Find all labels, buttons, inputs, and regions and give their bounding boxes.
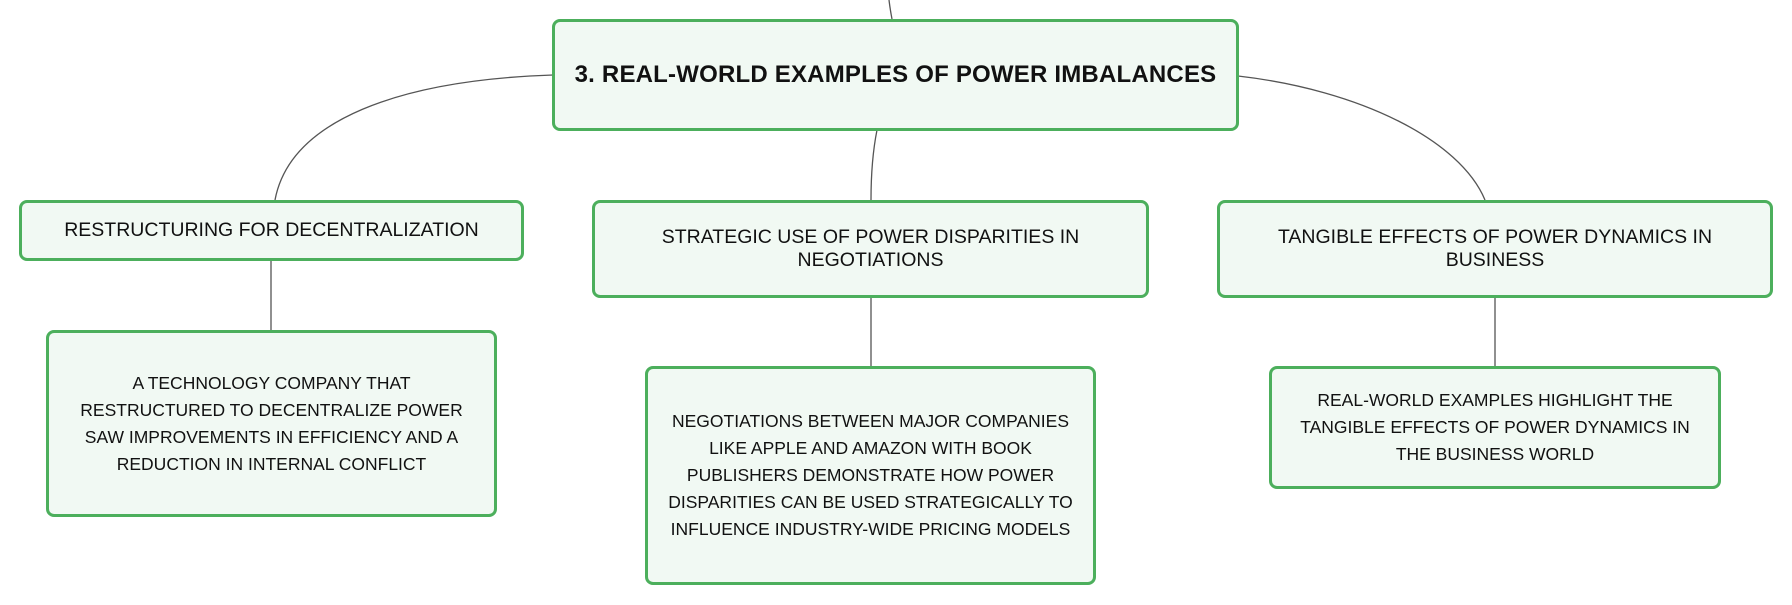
branch-label: STRATEGIC USE OF POWER DISPARITIES IN NE… — [661, 226, 1080, 271]
leaf-detail-text: A TECHNOLOGY COMPANY THAT RESTRUCTURED T… — [80, 372, 463, 474]
leaf-detail-text: NEGOTIATIONS BETWEEN MAJOR COMPANIES LIK… — [668, 411, 1073, 539]
branch-node-tangible-effects[interactable]: TANGIBLE EFFECTS OF POWER DYNAMICS IN BU… — [1217, 200, 1773, 298]
branch-node-negotiations[interactable]: STRATEGIC USE OF POWER DISPARITIES IN NE… — [592, 200, 1149, 298]
leaf-node-tangible-effects-detail[interactable]: REAL-WORLD EXAMPLES HIGHLIGHT THE TANGIB… — [1269, 366, 1721, 489]
connector-parent-to-root — [888, 0, 893, 20]
branch-node-restructuring[interactable]: RESTRUCTURING FOR DECENTRALIZATION — [19, 200, 524, 261]
root-topic-label: 3. REAL-WORLD EXAMPLES OF POWER IMBALANC… — [574, 61, 1217, 88]
leaf-detail-text: REAL-WORLD EXAMPLES HIGHLIGHT THE TANGIB… — [1300, 390, 1690, 464]
leaf-node-negotiations-detail[interactable]: NEGOTIATIONS BETWEEN MAJOR COMPANIES LIK… — [645, 366, 1096, 585]
connector-root-to-branch-1 — [274, 74, 554, 201]
connector-root-to-branch-3 — [1237, 75, 1486, 201]
root-topic-node[interactable]: 3. REAL-WORLD EXAMPLES OF POWER IMBALANC… — [552, 19, 1239, 131]
branch-label: RESTRUCTURING FOR DECENTRALIZATION — [64, 219, 479, 241]
connector-root-to-branch-2 — [870, 129, 878, 201]
branch-label: TANGIBLE EFFECTS OF POWER DYNAMICS IN BU… — [1277, 226, 1713, 271]
leaf-node-restructuring-detail[interactable]: A TECHNOLOGY COMPANY THAT RESTRUCTURED T… — [46, 330, 497, 517]
